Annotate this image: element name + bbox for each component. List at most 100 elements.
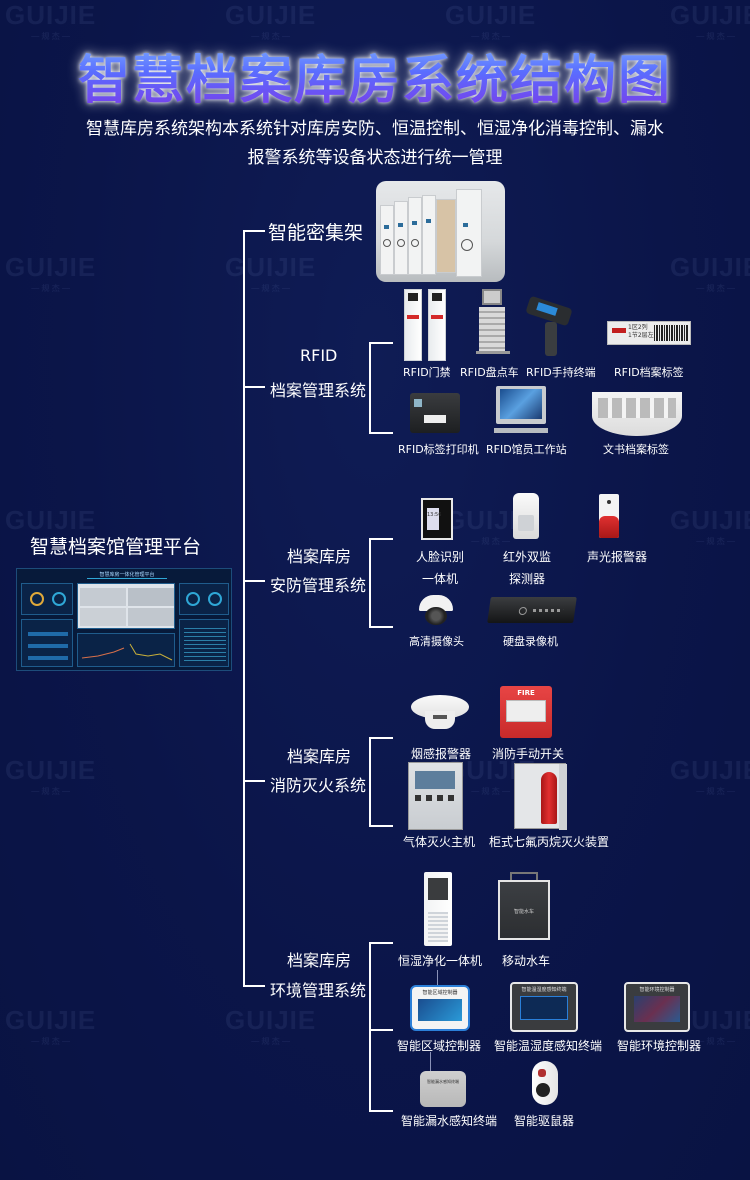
watermark: GUIJIE— 规 杰 —: [670, 0, 750, 41]
branch-label-shelf: 智能密集架: [268, 222, 364, 244]
siren-icon: [599, 494, 619, 538]
document-tag-roll-icon: [592, 392, 682, 436]
device-caption: 智能区域控制器: [397, 1039, 482, 1053]
rfid-gate-icon: [404, 289, 446, 361]
device-caption: RFID门禁: [403, 366, 451, 379]
bracket-line: [369, 626, 393, 628]
device-caption: 探测器: [509, 572, 546, 586]
gas-extinguisher-host-icon: [408, 762, 463, 830]
face-terminal-clock: 13:56: [427, 508, 441, 530]
platform-screen-title: 智慧库房一体化管理平台: [87, 571, 167, 579]
branch-label-fire: 消防灭火系统: [270, 776, 367, 795]
device-caption: 恒湿净化一体机: [398, 954, 483, 968]
connector-line: [243, 580, 265, 582]
platform-chart-panel: [77, 633, 175, 667]
page-subtitle: 智慧库房系统架构本系统针对库房安防、恒温控制、恒湿净化消毒控制、漏水 报警系统等…: [40, 115, 710, 173]
device-caption: 人脸识别: [416, 550, 465, 564]
water-cart-icon: 智能水车: [498, 872, 550, 942]
device-caption: RFID馆员工作站: [486, 443, 567, 456]
device-caption: 智能环境控制器: [617, 1039, 702, 1053]
device-caption: RFID手持终端: [526, 366, 596, 379]
branch-label-security: 安防管理系统: [270, 576, 367, 595]
device-caption: 气体灭火主机: [403, 835, 476, 849]
device-caption: 智能漏水感知终端: [401, 1114, 498, 1128]
root-label: 智慧档案馆管理平台: [30, 536, 202, 558]
controller-panel-title: 智能温湿度感知终端: [521, 987, 567, 993]
platform-screenshot: 智慧库房一体化管理平台: [16, 568, 232, 671]
watermark: GUIJIE— 规 杰 —: [5, 1005, 97, 1046]
temp-humidity-terminal-icon: 智能温湿度感知终端: [510, 982, 578, 1032]
subtitle-line: 智慧库房系统架构本系统针对库房安防、恒温控制、恒湿净化消毒控制、漏水: [86, 119, 664, 139]
water-cart-panel: 智能水车: [513, 909, 534, 915]
branch-label-rfid: 档案管理系统: [270, 381, 367, 400]
device-caption: 移动水车: [502, 954, 551, 968]
bracket-line: [369, 737, 371, 827]
dome-camera-icon: [419, 595, 453, 627]
bracket-line: [369, 342, 393, 344]
watermark: GUIJIE— 规 杰 —: [5, 505, 97, 546]
area-controller-icon: 智能区域控制器: [410, 985, 470, 1031]
leak-sensor-icon: 智能漏水感知终端: [420, 1071, 466, 1107]
branch-label-rfid: RFID: [300, 346, 338, 365]
device-caption: 声光报警器: [587, 550, 648, 564]
bracket-line: [369, 432, 393, 434]
device-caption: 柜式七氟丙烷灭火装置: [489, 835, 610, 849]
fm200-cabinet-icon: [514, 763, 567, 830]
archive-tag-icon: 1区2列 1节2层左: [607, 321, 691, 345]
device-caption: 智能驱鼠器: [514, 1114, 575, 1128]
bracket-line: [369, 538, 393, 540]
device-caption: 硬盘录像机: [503, 635, 558, 648]
watermark: GUIJIE— 规 杰 —: [225, 252, 317, 293]
bracket-line: [369, 538, 371, 628]
dvr-icon: [487, 597, 577, 623]
connector-line: [243, 780, 265, 782]
platform-panel: [179, 619, 229, 667]
device-link-line: [430, 1052, 431, 1072]
device-link-line: [437, 970, 438, 990]
connector-line: [243, 985, 265, 987]
connector-line: [243, 230, 245, 987]
fire-badge: FIRE: [517, 689, 535, 697]
workstation-icon: [494, 386, 548, 436]
watermark: GUIJIE— 规 杰 —: [445, 0, 537, 41]
watermark: GUIJIE— 规 杰 —: [225, 0, 317, 41]
subtitle-line: 报警系统等设备状态进行统一管理: [247, 148, 503, 168]
branch-label-environment: 环境管理系统: [270, 981, 367, 1000]
platform-panel: [179, 583, 229, 615]
device-caption: 智能温湿度感知终端: [494, 1039, 603, 1053]
bracket-line: [369, 1110, 393, 1112]
infrared-detector-icon: [513, 493, 539, 539]
platform-video-panel: [77, 583, 175, 629]
watermark: GUIJIE— 规 杰 —: [5, 252, 97, 293]
rodent-repeller-icon: [532, 1061, 558, 1105]
watermark: GUIJIE— 规 杰 —: [225, 1005, 317, 1046]
watermark: GUIJIE— 规 杰 —: [670, 252, 750, 293]
watermark: GUIJIE— 规 杰 —: [670, 505, 750, 546]
connector-line: [243, 230, 265, 232]
environment-controller-icon: 智能环境控制器: [624, 982, 690, 1032]
bracket-line: [369, 825, 393, 827]
device-caption: 文书档案标签: [603, 443, 669, 456]
tag-text: 1区2列: [628, 324, 648, 331]
platform-panel: [21, 619, 73, 667]
inventory-cart-icon: [476, 289, 510, 359]
mobile-shelving-photo: [376, 181, 505, 282]
device-caption: 高清摄像头: [409, 635, 464, 648]
platform-panel: [21, 583, 73, 615]
page-title: 智慧档案库房系统结构图: [0, 38, 750, 113]
controller-panel-title: 智能区域控制器: [422, 990, 458, 996]
watermark: GUIJIE— 规 杰 —: [670, 755, 750, 796]
device-caption: 烟感报警器: [411, 747, 472, 761]
connector-line: [243, 386, 265, 388]
device-caption: RFID档案标签: [614, 366, 684, 379]
smoke-detector-icon: [411, 691, 469, 735]
bracket-line: [369, 942, 393, 944]
device-caption: RFID标签打印机: [398, 443, 479, 456]
device-caption: RFID盘点车: [460, 366, 519, 379]
branch-label-environment: 档案库房: [287, 951, 352, 970]
face-recognition-icon: 13:56: [421, 498, 453, 540]
label-printer-icon: [410, 393, 460, 433]
humidifier-icon: [424, 872, 452, 946]
bracket-line: [369, 342, 371, 434]
platform-chart: [81, 643, 173, 661]
